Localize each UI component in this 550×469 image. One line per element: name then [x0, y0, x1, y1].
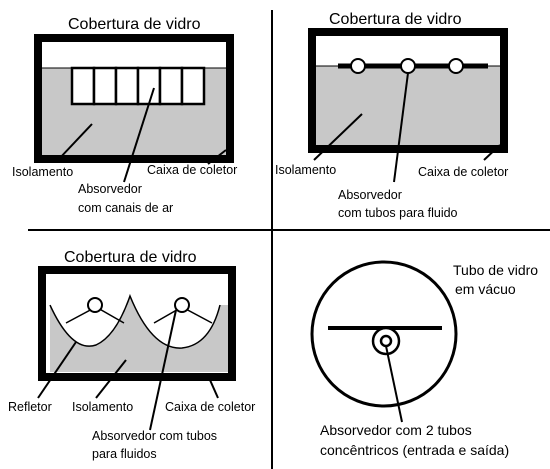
vacuum-inner-tube [379, 334, 393, 348]
air-channel [92, 66, 118, 106]
panel-air-absorber-pointer [123, 87, 155, 183]
panel-fluid-collector: Cobertura de vidro Isolamento Absorvedor… [275, 11, 508, 220]
panel-fluid-insulation-label: Isolamento [275, 163, 336, 177]
panel-air-insulation-label: Isolamento [12, 165, 73, 179]
panel-air-absorber-label-2: com canais de ar [78, 201, 173, 215]
fluid-tube [448, 58, 464, 74]
reflector-tube [87, 297, 103, 313]
panel-reflector-box-pointer [209, 379, 219, 399]
air-channel [114, 66, 140, 106]
panel-fluid-box-label: Caixa de coletor [418, 165, 508, 179]
panel-fluid-absorber-label-1: Absorvedor [338, 188, 402, 202]
panel-reflector-collector-box [38, 266, 236, 381]
fluid-tube [350, 58, 366, 74]
panel-fluid-absorber-label-2: com tubos para fluido [338, 206, 458, 220]
fluid-tube [400, 58, 416, 74]
vacuum-absorber-label-1: Absorvedor com 2 tubos [320, 422, 472, 438]
air-channel [158, 66, 184, 106]
panel-reflector-reflector-pointer [37, 341, 77, 399]
panel-fluid-insulation-pointer [313, 113, 363, 161]
panel-air-glass-cover [42, 42, 226, 68]
panel-reflector-collector: Cobertura de vidro Refletor Isolamento A… [8, 249, 255, 461]
panel-reflector-box-label: Caixa de coletor [165, 400, 255, 414]
panel-fluid-box-pointer [483, 144, 501, 161]
vacuum-absorber-label-2: concêntricos (entrada e saída) [320, 442, 509, 458]
panel-fluid-title: Cobertura de vidro [329, 11, 462, 28]
panel-air-absorber-label-1: Absorvedor [78, 182, 142, 196]
vacuum-absorber-pointer [385, 345, 403, 423]
panel-air-collector-box [34, 34, 234, 163]
vacuum-tube-label-1: Tubo de vidro [453, 262, 538, 278]
panel-air-box-label: Caixa de coletor [147, 163, 237, 177]
panel-reflector-insulation-pointer [95, 359, 127, 399]
panel-reflector-reflector-label: Refletor [8, 400, 52, 414]
panel-fluid-absorber-pointer [393, 72, 409, 183]
panel-reflector-title: Cobertura de vidro [64, 249, 197, 266]
panel-air-insulation-pointer [57, 123, 93, 161]
reflector-tube [174, 297, 190, 313]
panel-fluid-collector-box [308, 28, 508, 153]
panel-air-box-pointer [207, 149, 227, 165]
vacuum-tube-label-2: em vácuo [455, 281, 516, 297]
panel-vacuum-tube: Tubo de vidro em vácuo Absorvedor com 2 … [310, 260, 538, 458]
panel-reflector-absorber-label-1: Absorvedor com tubos [92, 429, 217, 443]
panel-air-collector: Cobertura de vidro Isolamento Absorvedor… [12, 16, 237, 215]
panel-air-absorber-channels [70, 66, 206, 106]
air-channel [136, 66, 162, 106]
air-channel [70, 66, 96, 106]
panel-reflector-insulation [50, 296, 228, 372]
panel-reflector-absorber-label-2: para fluidos [92, 447, 157, 461]
panel-reflector-mirror [49, 293, 221, 349]
panel-air-title: Cobertura de vidro [68, 16, 201, 33]
air-channel [180, 66, 206, 106]
panel-reflector-insulation-label: Isolamento [72, 400, 133, 414]
panel-reflector-absorber-pointer [149, 309, 177, 431]
